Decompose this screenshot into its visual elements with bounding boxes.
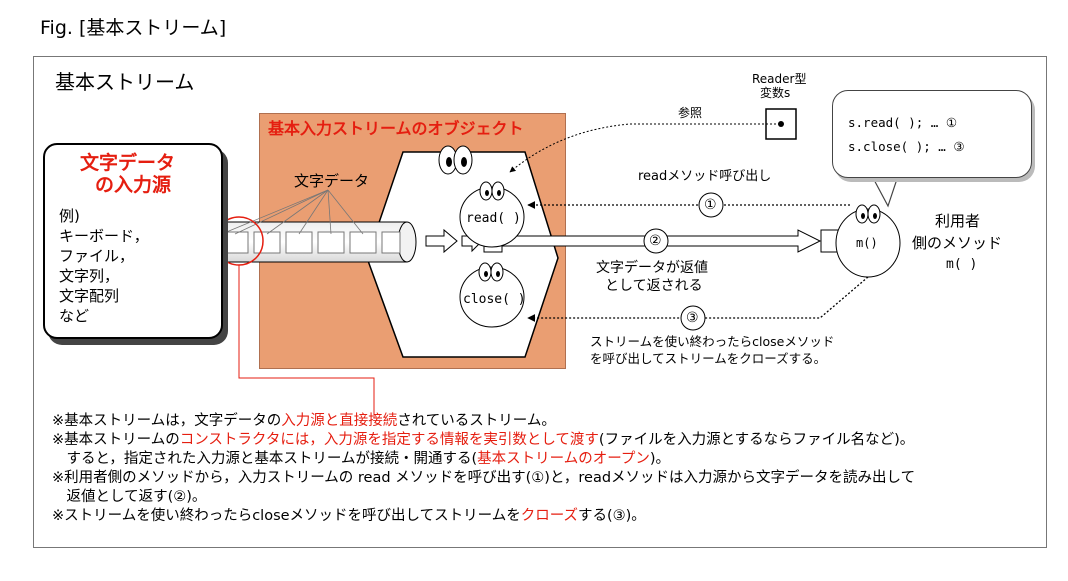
close-desc-line2: を呼び出してストリームをクローズする。	[590, 351, 827, 366]
diagram-title: 基本ストリーム	[55, 70, 195, 94]
step-2-circle	[643, 228, 669, 254]
step-2-label: ②	[649, 233, 662, 249]
source-title-line2: の入力源	[95, 174, 172, 196]
close-call-line	[527, 276, 869, 322]
note-3: すると，指定された入力源と基本ストリームが接続・開通する(基本ストリームのオープ…	[52, 451, 671, 467]
source-example-3: 文字列，	[59, 267, 120, 285]
object-eyes	[438, 145, 473, 175]
variable-type-label: Reader型	[752, 72, 807, 86]
source-example-1: キーボード，	[59, 227, 149, 245]
source-example-4: 文字配列	[59, 287, 120, 305]
user-method-circle	[835, 204, 901, 278]
note-1: ※基本ストリームは，文字データの入力源と直接接続されているストリーム。	[52, 413, 556, 429]
close-desc-line1: ストリームを使い終わったらcloseメソッド	[590, 334, 835, 349]
char-data-pointer-lines	[211, 189, 364, 239]
user-method-label: m( )	[946, 257, 978, 272]
return-label-line1: 文字データが返値	[596, 260, 708, 276]
read-call-label: readメソッド呼び出し	[638, 169, 772, 184]
stream-object-title: 基本入力ストリームのオブジェクト	[268, 119, 524, 138]
user-label-line1: 利用者	[935, 212, 981, 230]
pipe-to-read-arrow	[425, 228, 458, 254]
close-method-label: close( )	[463, 292, 526, 307]
reference-label: 参照	[678, 106, 703, 120]
source-example-5: など	[59, 307, 90, 325]
variable-name-label: 変数s	[760, 86, 791, 100]
step-1-circle	[698, 192, 724, 218]
note-6: ※ストリームを使い終わったらcloseメソッドを呼び出してストリームをクローズす…	[52, 508, 646, 524]
callout-line-read: s.read( ); … ①	[848, 115, 958, 130]
char-data-label: 文字データ	[294, 172, 370, 190]
source-example-0: 例)	[59, 207, 80, 225]
read-method-label: read( )	[466, 211, 521, 226]
close-method-circle	[459, 262, 525, 328]
user-label-line2: 側のメソッド	[912, 234, 1003, 252]
step-3-label: ③	[686, 310, 699, 326]
input-source-box	[43, 143, 223, 339]
step-1-label: ①	[704, 197, 717, 213]
note-5: 返値として返す(②)。	[52, 489, 207, 505]
note-2: ※基本ストリームのコンストラクタには，入力源を指定する情報を実引数として渡す(フ…	[52, 432, 915, 448]
source-example-2: ファイル，	[59, 247, 135, 265]
return-label-line2: として返される	[605, 278, 703, 294]
source-title-line1: 文字データ	[80, 152, 176, 174]
note-4: ※利用者側のメソッドから，入力ストリームの read メソッドを呼び出す(①)と…	[52, 470, 916, 486]
step-3-circle	[680, 305, 706, 331]
reference-arrow	[509, 123, 780, 173]
callout-tail	[871, 175, 899, 208]
figure-caption: Fig. [基本ストリーム]	[40, 17, 227, 39]
highlight-leader	[238, 265, 375, 418]
read-method-circle	[459, 181, 525, 248]
code-callout	[832, 90, 1032, 178]
user-method-inner-label: m()	[856, 236, 878, 250]
callout-line-close: s.close( ); … ③	[848, 139, 965, 154]
stream-pipe	[197, 221, 417, 263]
diagram-frame	[33, 56, 1047, 548]
